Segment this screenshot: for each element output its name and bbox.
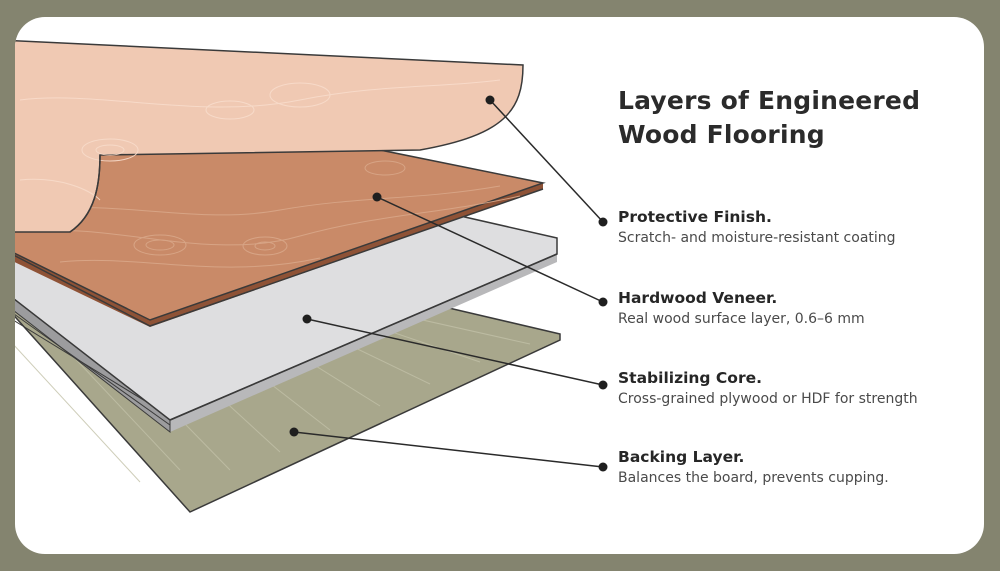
label-backing-layer: Backing Layer. Balances the board, preve…: [618, 447, 889, 488]
finish-marker-dot: [485, 95, 495, 105]
label-heading: Hardwood Veneer.: [618, 289, 778, 307]
backing-label-dot: [598, 462, 608, 472]
label-description: Balances the board, prevents cupping.: [618, 470, 889, 486]
title-line-1: Layers of Engineered: [618, 86, 921, 115]
label-heading: Backing Layer.: [618, 448, 745, 466]
label-heading: Stabilizing Core.: [618, 369, 762, 387]
page-title: Layers of Engineered Wood Flooring: [618, 84, 920, 152]
label-description: Cross-grained plywood or HDF for strengt…: [618, 391, 918, 407]
core-label-dot: [598, 380, 608, 390]
label-description: Real wood surface layer, 0.6–6 mm: [618, 311, 865, 327]
label-protective-finish: Protective Finish. Scratch- and moisture…: [618, 207, 896, 248]
leader-dots: [289, 95, 608, 472]
label-hardwood-veneer: Hardwood Veneer. Real wood surface layer…: [618, 288, 865, 329]
backing-marker-dot: [289, 427, 299, 437]
label-heading: Protective Finish.: [618, 208, 772, 226]
veneer-label-dot: [598, 297, 608, 307]
finish-layer: [15, 39, 524, 233]
label-stabilizing-core: Stabilizing Core. Cross-grained plywood …: [618, 368, 918, 409]
veneer-marker-dot: [372, 192, 382, 202]
title-line-2: Wood Flooring: [618, 120, 825, 149]
finish-label-dot: [598, 217, 608, 227]
core-marker-dot: [302, 314, 312, 324]
label-description: Scratch- and moisture-resistant coating: [618, 230, 896, 246]
leader-lines: [293, 99, 604, 468]
